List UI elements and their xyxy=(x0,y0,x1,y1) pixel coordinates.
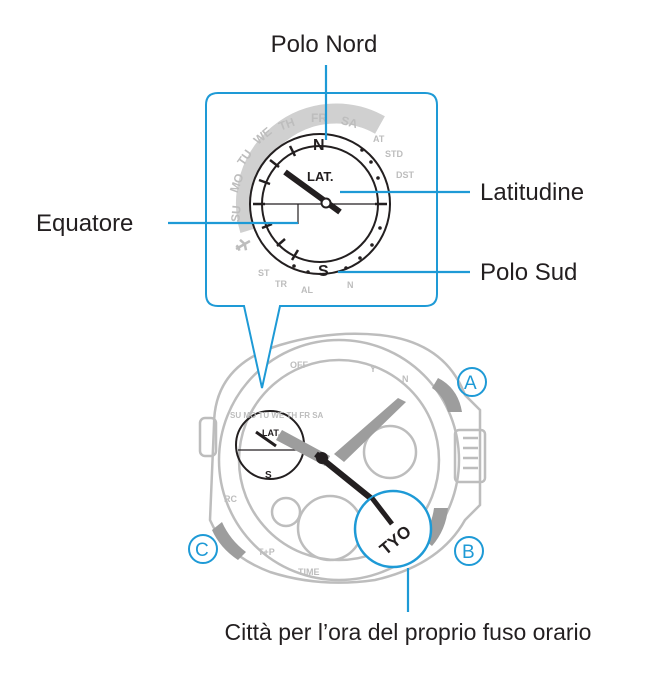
callout-lines xyxy=(168,65,470,612)
s-marker: S xyxy=(318,263,329,280)
day-su: SU xyxy=(228,205,243,223)
airplane-icon xyxy=(235,238,251,251)
button-a-pusher xyxy=(432,378,462,412)
ring-n: N xyxy=(347,280,354,290)
bezel-time: TIME xyxy=(298,567,320,577)
day-ring xyxy=(236,103,385,233)
svg-text:B: B xyxy=(462,542,475,563)
label-south-pole: Polo Sud xyxy=(480,259,577,286)
ring-st: ST xyxy=(258,268,270,278)
button-c-label: C xyxy=(188,534,218,564)
lat-label: LAT. xyxy=(307,169,333,184)
button-c-pusher xyxy=(212,522,246,560)
home-city-highlight: TYO xyxy=(353,489,433,569)
bezel-rc: RC xyxy=(224,494,237,504)
n-marker: N xyxy=(313,137,325,154)
svg-text:C: C xyxy=(195,540,209,561)
ring-std: STD xyxy=(385,149,404,159)
ring-tr: TR xyxy=(275,279,287,289)
small-s-marker: S xyxy=(265,470,272,481)
ring-at: AT xyxy=(373,134,385,144)
bezel-n: N xyxy=(402,374,409,384)
latitude-dial: LAT. N S xyxy=(249,133,391,280)
label-latitude: Latitudine xyxy=(480,179,584,206)
ring-dst: DST xyxy=(396,170,415,180)
center-pointer-hand xyxy=(314,451,380,507)
bezel-tp: T+P xyxy=(258,547,275,557)
day-th: TH xyxy=(277,115,297,134)
label-north-pole: Polo Nord xyxy=(271,31,378,58)
bezel-y: Y xyxy=(370,364,376,374)
button-b-label: B xyxy=(454,536,484,566)
label-equator: Equatore xyxy=(36,210,133,237)
button-a-label: A xyxy=(457,367,487,397)
small-lat-label: LAT. xyxy=(262,428,280,438)
day-sa: SA xyxy=(339,113,359,131)
small-days: SU MO TU WE TH FR SA xyxy=(230,411,324,420)
watch-case xyxy=(198,332,487,584)
minute-hand xyxy=(334,398,406,462)
label-home-city: Città per l’ora del proprio fuso orario xyxy=(225,619,592,645)
ring-al: AL xyxy=(301,285,313,295)
bezel-off: OFF xyxy=(290,360,308,370)
svg-text:A: A xyxy=(464,373,477,394)
day-mo: MO xyxy=(227,172,247,195)
day-fr: FR xyxy=(311,111,327,125)
